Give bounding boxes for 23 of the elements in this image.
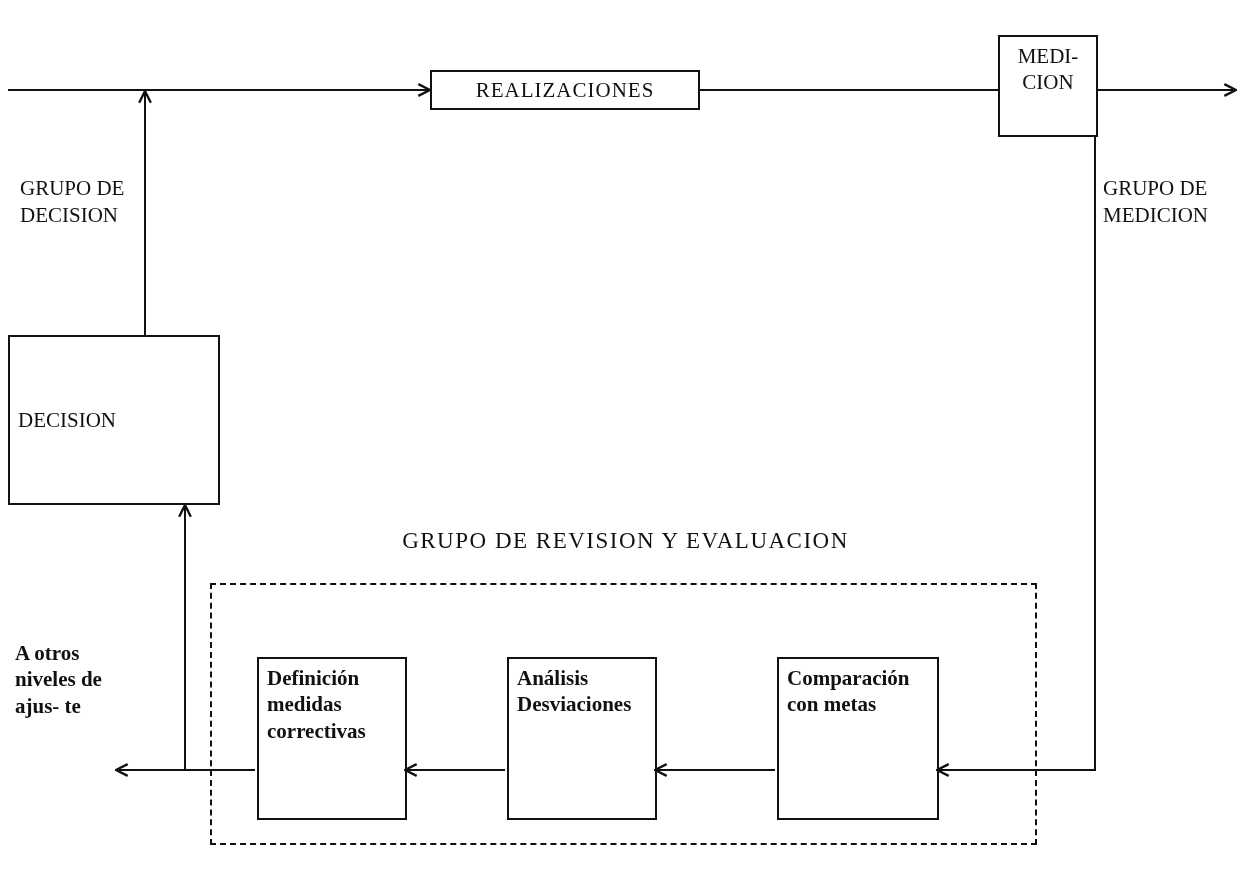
process-box: [777, 657, 939, 820]
node-label: REALIZACIONES: [474, 76, 656, 104]
arrow: [1097, 83, 1238, 97]
group-label: GRUPO DE MEDICION: [1103, 175, 1209, 230]
node-label: DECISION: [18, 406, 117, 434]
node-label: Análisis Desviaciones: [517, 665, 633, 718]
arrow: [935, 136, 1096, 777]
node-label: Comparación con metas: [787, 665, 911, 718]
group-label: GRUPO DE DECISION: [20, 175, 126, 230]
arrow: [653, 763, 776, 777]
group-heading: GRUPO DE REVISION Y EVALUACION: [401, 527, 850, 555]
arrow: [138, 89, 152, 336]
node-label: MEDI- CION: [1016, 43, 1080, 96]
process-box: [8, 335, 220, 505]
process-box: [507, 657, 657, 820]
process-box: [257, 657, 407, 820]
arrow: [403, 763, 506, 777]
process-box: [430, 70, 700, 110]
arrow: [7, 83, 432, 97]
node-label: A otros niveles de ajus- te: [15, 640, 103, 719]
arrow: [178, 503, 256, 771]
node-label: Definición medidas correctivas: [267, 665, 367, 744]
process-box: [998, 35, 1098, 137]
